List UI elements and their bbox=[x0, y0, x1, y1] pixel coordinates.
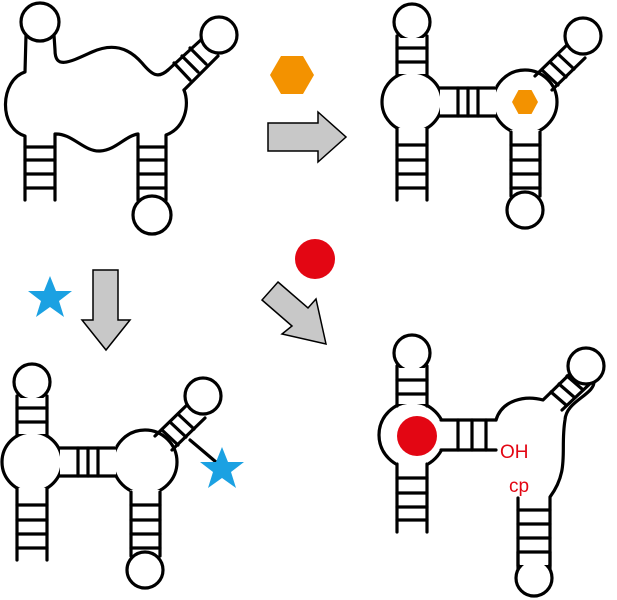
rna-cleaved: OH cp bbox=[377, 333, 606, 598]
hairpin-loop-top bbox=[392, 2, 432, 42]
circle-ligand-bound bbox=[397, 416, 437, 456]
star-ligand-free bbox=[28, 276, 72, 317]
arrow-diagonal bbox=[260, 280, 327, 345]
hexagon-ligand-bound bbox=[512, 90, 538, 114]
arrow-down bbox=[80, 269, 132, 352]
hairpin-loop-bottom bbox=[505, 190, 545, 230]
circle-ligand-free bbox=[295, 239, 335, 279]
stem-rungs bbox=[23, 36, 220, 190]
star-ligand-bound bbox=[200, 447, 244, 488]
rna-hexagon-bound bbox=[380, 2, 603, 230]
cp-label: cp bbox=[509, 476, 529, 497]
rna-star-bound bbox=[0, 362, 223, 590]
oh-label: OH bbox=[500, 442, 529, 463]
hexagon-ligand-free bbox=[270, 56, 314, 94]
arrow-right bbox=[267, 110, 348, 164]
hairpin-loop-bottom bbox=[131, 194, 173, 236]
hairpin-loop-right bbox=[199, 15, 239, 55]
hairpin-loop-top bbox=[19, 1, 61, 43]
rna-unbound bbox=[3, 1, 239, 236]
hairpin-loop-right bbox=[563, 16, 603, 56]
stems bbox=[395, 34, 587, 202]
internal-loop-left bbox=[380, 70, 444, 134]
